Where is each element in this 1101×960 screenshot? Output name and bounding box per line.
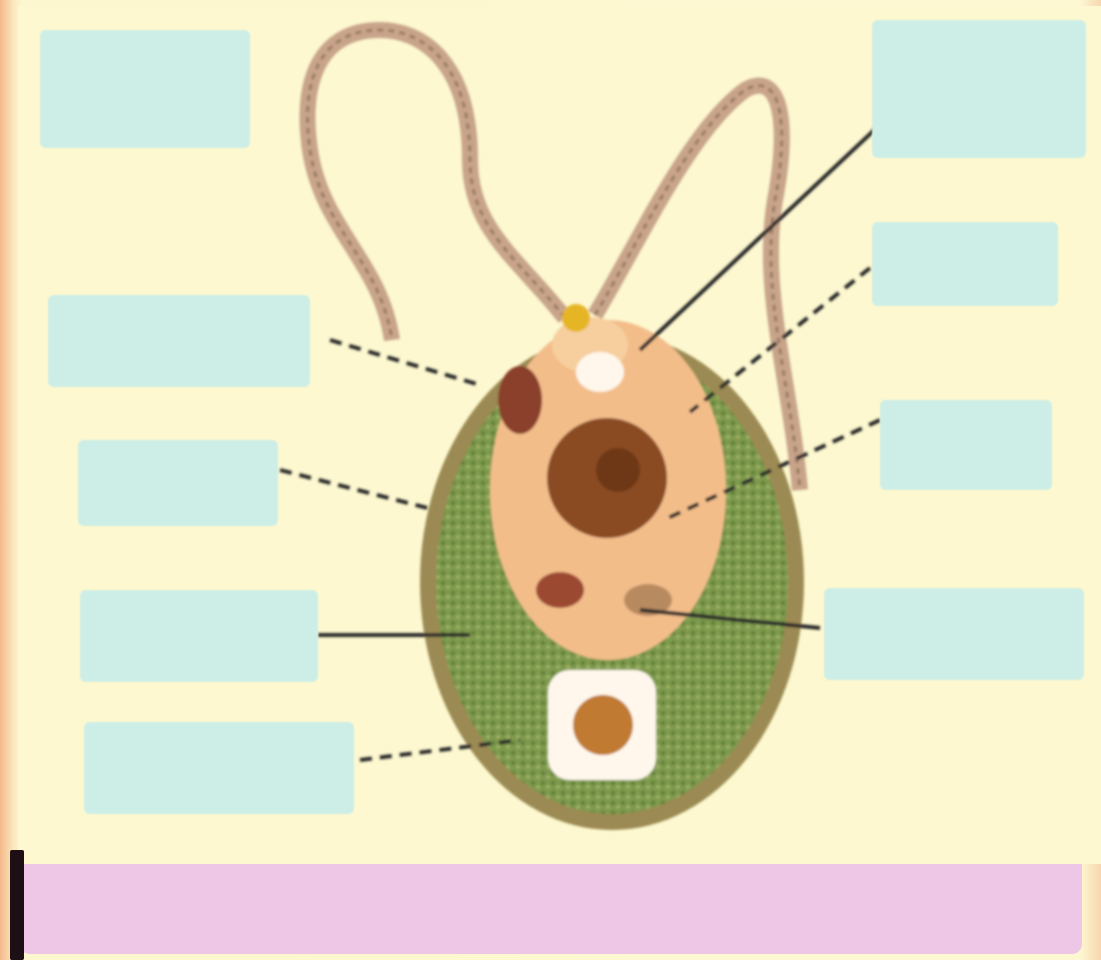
contractile-vacuole [576, 352, 624, 392]
long-flagellum [308, 30, 565, 340]
label-mid-right-2 [880, 400, 1052, 490]
label-mid-right-1 [872, 222, 1058, 306]
label-mid-left-1 [48, 295, 310, 387]
label-mid-right-3 [824, 588, 1084, 680]
eyespot [562, 304, 590, 332]
leader-line-2 [280, 470, 435, 510]
paramylon-granule [498, 366, 542, 434]
nucleolus [596, 448, 640, 492]
label-bottom-left [84, 722, 354, 814]
paramylon-body-1 [536, 572, 584, 608]
label-mid-left-2 [78, 440, 278, 526]
caption-bar [20, 864, 1082, 954]
leader-line-5 [640, 120, 885, 350]
label-top-left [40, 30, 250, 148]
storage-granule [573, 695, 633, 755]
leader-line-1 [330, 340, 480, 385]
label-top-right [872, 20, 1086, 158]
label-mid-left-3 [80, 590, 318, 682]
corner-edge [10, 850, 24, 960]
